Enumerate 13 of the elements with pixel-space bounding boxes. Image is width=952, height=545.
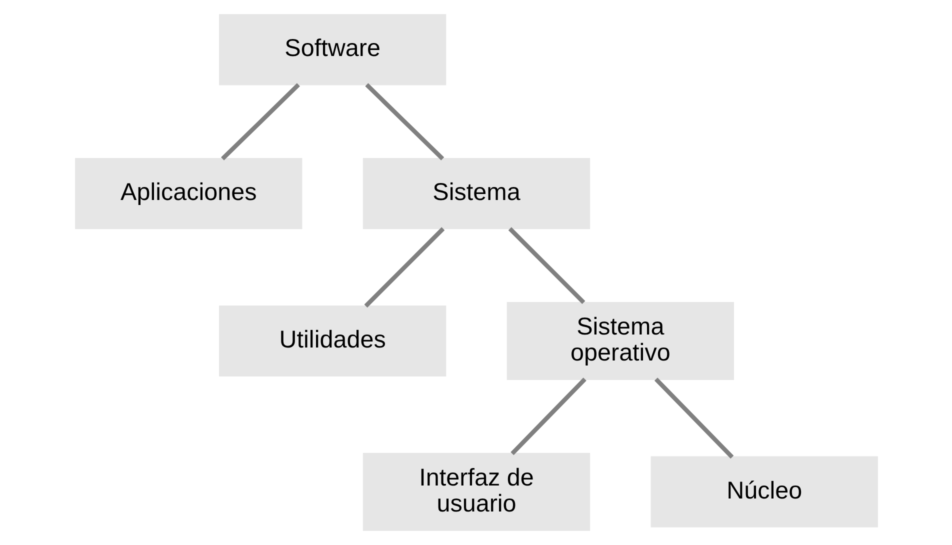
node-box: Sistema: [362, 158, 590, 230]
connector: [364, 83, 444, 160]
node-box: Utilidades: [218, 305, 446, 377]
connector: [654, 378, 734, 459]
connector: [508, 227, 585, 304]
node-box: Núcleo: [650, 456, 878, 528]
node-box: Software: [218, 14, 446, 86]
connector: [364, 227, 444, 308]
connector: [510, 378, 586, 456]
node-box: Sistema operativo: [506, 302, 734, 380]
node-box: Aplicaciones: [74, 158, 302, 230]
node-box: Interfaz de usuario: [362, 452, 590, 531]
connector: [220, 83, 300, 160]
